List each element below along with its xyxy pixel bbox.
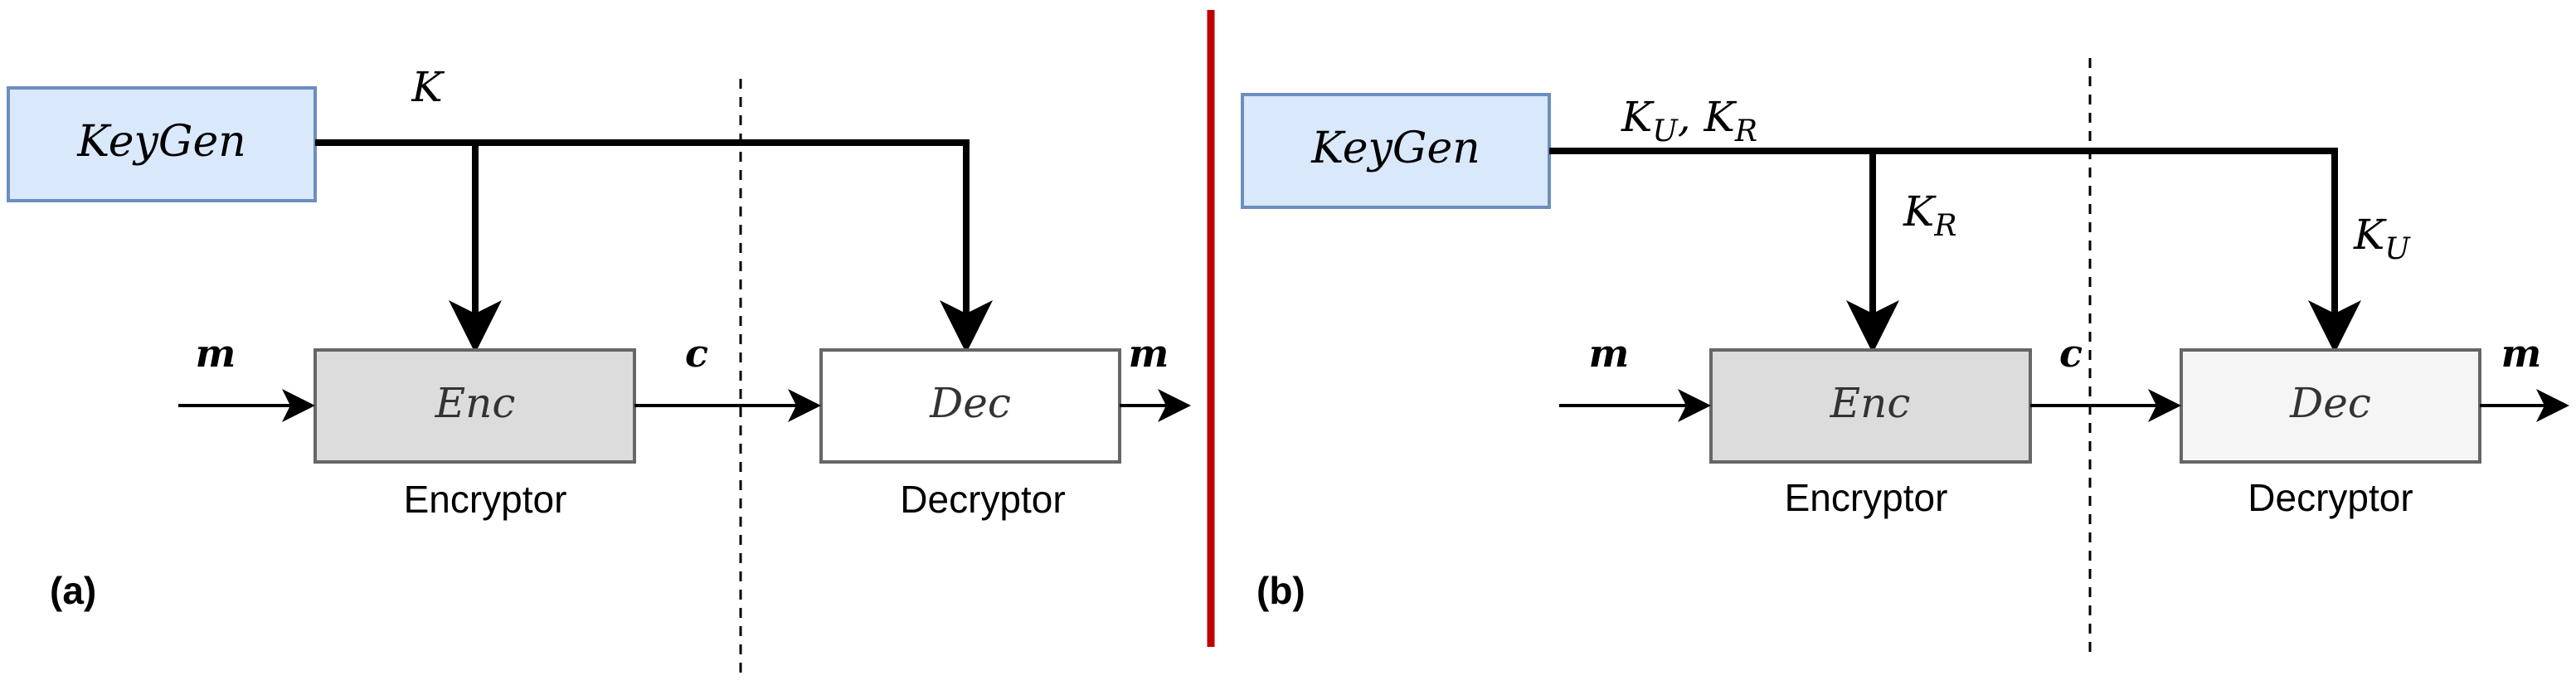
enc-label-a: Enc [435,379,516,427]
key-pair-label-b: KU, KR [1621,93,1757,148]
key-r-label-b: KR [1903,187,1956,243]
cipher-label-a: c [685,331,708,376]
msg-in-label-b: m [1589,331,1630,376]
dec-box-a [819,348,1121,464]
dec-label-b: Dec [2289,379,2371,427]
panel-label-b: (b) [1256,569,1305,612]
panel-label-a: (a) [50,569,96,612]
panel-b: KeyGen KU, KR KR KU Enc Encryptor Dec De… [1241,58,2569,655]
panel-a: KeyGen K Enc Encryptor Dec Decryptor m c… [7,63,1191,680]
cipher-label-b: c [2059,331,2083,376]
enc-label-b: Enc [1830,379,1911,427]
key-u-sub: U [2384,232,2411,266]
keygen-box-b [1241,93,1551,209]
key-pair-sub-u: U [1652,114,1679,148]
key-line-b [1549,148,2361,353]
keygen-box-a [7,86,317,202]
enc-caption-b: Encryptor [1785,476,1948,519]
msg-out-label-b: m [2501,331,2542,376]
enc-caption-a: Encryptor [404,478,567,521]
enc-box-a [313,348,636,464]
key-line-a [315,139,993,353]
keygen-label-a: KeyGen [76,117,245,167]
key-label-a: K [411,63,445,111]
dec-caption-b: Decryptor [2248,476,2413,519]
dec-box-b [2180,348,2481,464]
key-u-label-b: KU [2353,211,2411,266]
dec-label-a: Dec [929,379,1011,427]
key-pair-sub-r: R [1734,114,1757,148]
keygen-label-b: KeyGen [1310,124,1480,173]
msg-out-label-a: m [1129,331,1169,376]
dec-caption-a: Decryptor [900,478,1065,521]
msg-in-label-a: m [196,331,236,376]
key-r-sub: R [1933,209,1956,243]
